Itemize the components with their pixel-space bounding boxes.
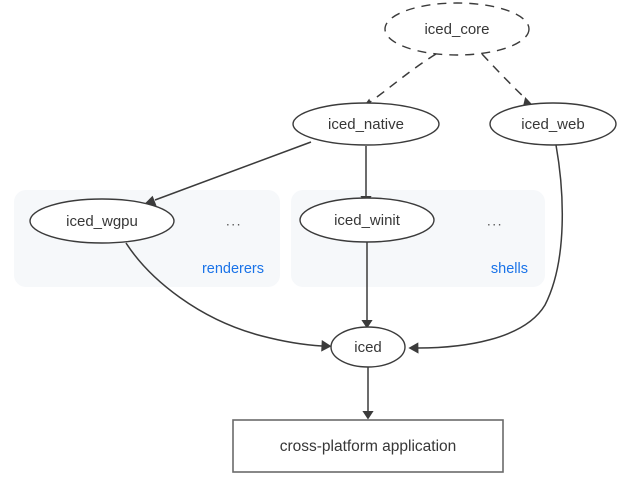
edge-iced_winit-to-iced	[361, 242, 373, 329]
node-iced-label: iced	[354, 339, 382, 356]
edge-iced_web-to-iced	[408, 144, 564, 354]
cluster-shells-ellipsis: ...	[487, 213, 503, 229]
node-iced_web[interactable]: iced_web	[489, 102, 617, 146]
node-application-shape[interactable]	[232, 419, 504, 473]
node-iced_web-shape[interactable]	[489, 102, 617, 146]
edge-iced_core-to-iced_web	[481, 53, 532, 106]
node-iced_winit[interactable]: iced_winit	[299, 197, 435, 243]
edge-iced_core-to-iced_native	[363, 53, 437, 108]
node-iced_web-label: iced_web	[521, 116, 584, 133]
node-iced_native-shape[interactable]	[292, 102, 440, 146]
node-iced_core-shape[interactable]	[384, 2, 530, 56]
edge-iced-to-application	[362, 367, 374, 420]
node-iced_native-label: iced_native	[328, 116, 404, 133]
node-iced_wgpu-label: iced_wgpu	[66, 213, 138, 230]
node-iced_native[interactable]: iced_native	[292, 102, 440, 146]
node-iced-shape[interactable]	[330, 326, 406, 368]
node-iced_core-label: iced_core	[424, 21, 489, 38]
node-application[interactable]: cross-platform application	[232, 419, 504, 473]
node-iced_wgpu[interactable]: iced_wgpu	[29, 198, 175, 244]
node-iced_core[interactable]: iced_core	[384, 2, 530, 56]
edge-iced_wgpu-to-iced	[125, 242, 332, 352]
node-iced_winit-shape[interactable]	[299, 197, 435, 243]
node-iced_wgpu-shape[interactable]	[29, 198, 175, 244]
cluster-renderers-label: renderers	[202, 261, 264, 277]
node-iced[interactable]: iced	[330, 326, 406, 368]
node-iced_winit-label: iced_winit	[334, 212, 401, 229]
node-application-label: cross-platform application	[280, 438, 457, 455]
cluster-shells-label: shells	[491, 261, 528, 277]
cluster-renderers-ellipsis: ...	[226, 213, 242, 229]
